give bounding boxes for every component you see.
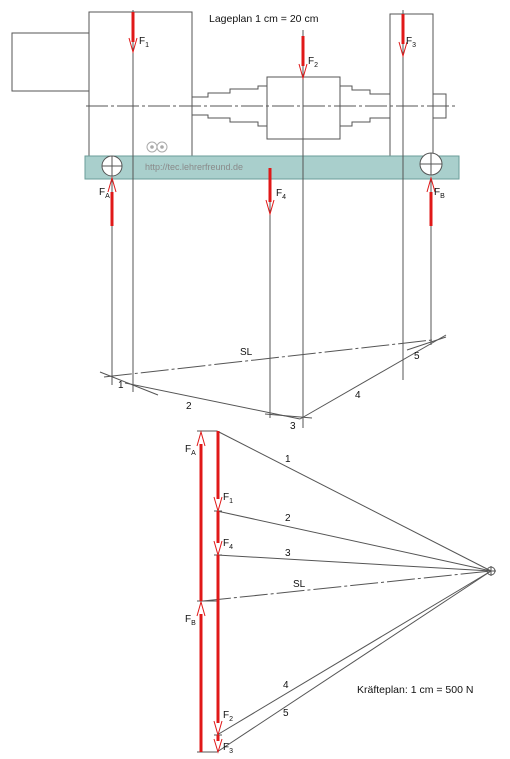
label-f1: F1 [139,36,149,49]
pol-ray-3 [216,554,492,572]
kraft-f1-head [213,496,223,513]
f3-arrowhead [398,41,408,58]
kraefte-vectors [196,430,223,754]
kp-label-2: 2 [285,513,291,524]
label-f4: F4 [276,188,286,201]
kp-label-f1: F1 [223,492,233,505]
watermark-logo [146,141,168,153]
kp-label-sl: SL [293,579,306,590]
label-fa: FA [99,187,110,200]
pol-ray-4 [216,570,492,736]
kp-label-fb: FB [185,614,196,627]
pol-ray-5 [216,570,492,753]
schlusslinie-lage [103,339,433,378]
f2-arrowhead [298,63,308,80]
kraefteplan [197,430,496,753]
kraft-fa-head [196,430,206,447]
kp-label-4: 4 [283,680,289,691]
housing-left [88,11,193,157]
pol-ray-2 [216,510,492,572]
pol-ray-sl [202,570,492,602]
lage-label-5: 5 [414,351,420,362]
motor-block [11,32,90,92]
label-f3: F3 [406,36,416,49]
shaft-left [192,85,267,98]
seil-5 [406,336,447,351]
pol-ray-1 [216,430,492,572]
kraft-fb-head [196,600,206,617]
kp-label-f2: F2 [223,710,233,723]
kraft-f4-head [213,540,223,557]
kp-label-1: 1 [285,454,291,465]
fb-arrowhead [426,176,436,193]
label-fb: FB [434,187,445,200]
watermark-text: http://tec.lehrerfreund.de [145,162,243,172]
kp-label-5: 5 [283,708,289,719]
lage-forces [107,12,436,226]
kp-label-f3: F3 [223,742,233,755]
lage-label-4: 4 [355,390,361,401]
shaft-right-lower [340,117,390,127]
kraft-f3-head [213,738,223,754]
lage-label-sl: SL [240,347,253,358]
lage-label-1: 1 [118,380,124,391]
seil-tick [264,413,313,419]
lage-label-3: 3 [290,421,296,432]
label-f2: F2 [308,56,318,69]
lage-label-2: 2 [186,401,192,412]
kp-label-3: 3 [285,548,291,559]
shaft-left-lower [192,114,267,127]
seil-2 [124,382,301,420]
fa-arrowhead [107,176,117,193]
seil-4 [299,334,447,420]
kraefteplan-title: Kräfteplan: 1 cm = 500 N [357,684,473,696]
f1-arrowhead [128,37,138,54]
lageplan-title: Lageplan 1 cm = 20 cm [209,13,319,25]
f4-arrowhead [265,199,275,216]
beam [84,155,460,180]
kp-label-f4: F4 [223,538,233,551]
kp-label-fa: FA [185,444,196,457]
lageplan [11,10,460,428]
shaft-right [340,85,390,95]
